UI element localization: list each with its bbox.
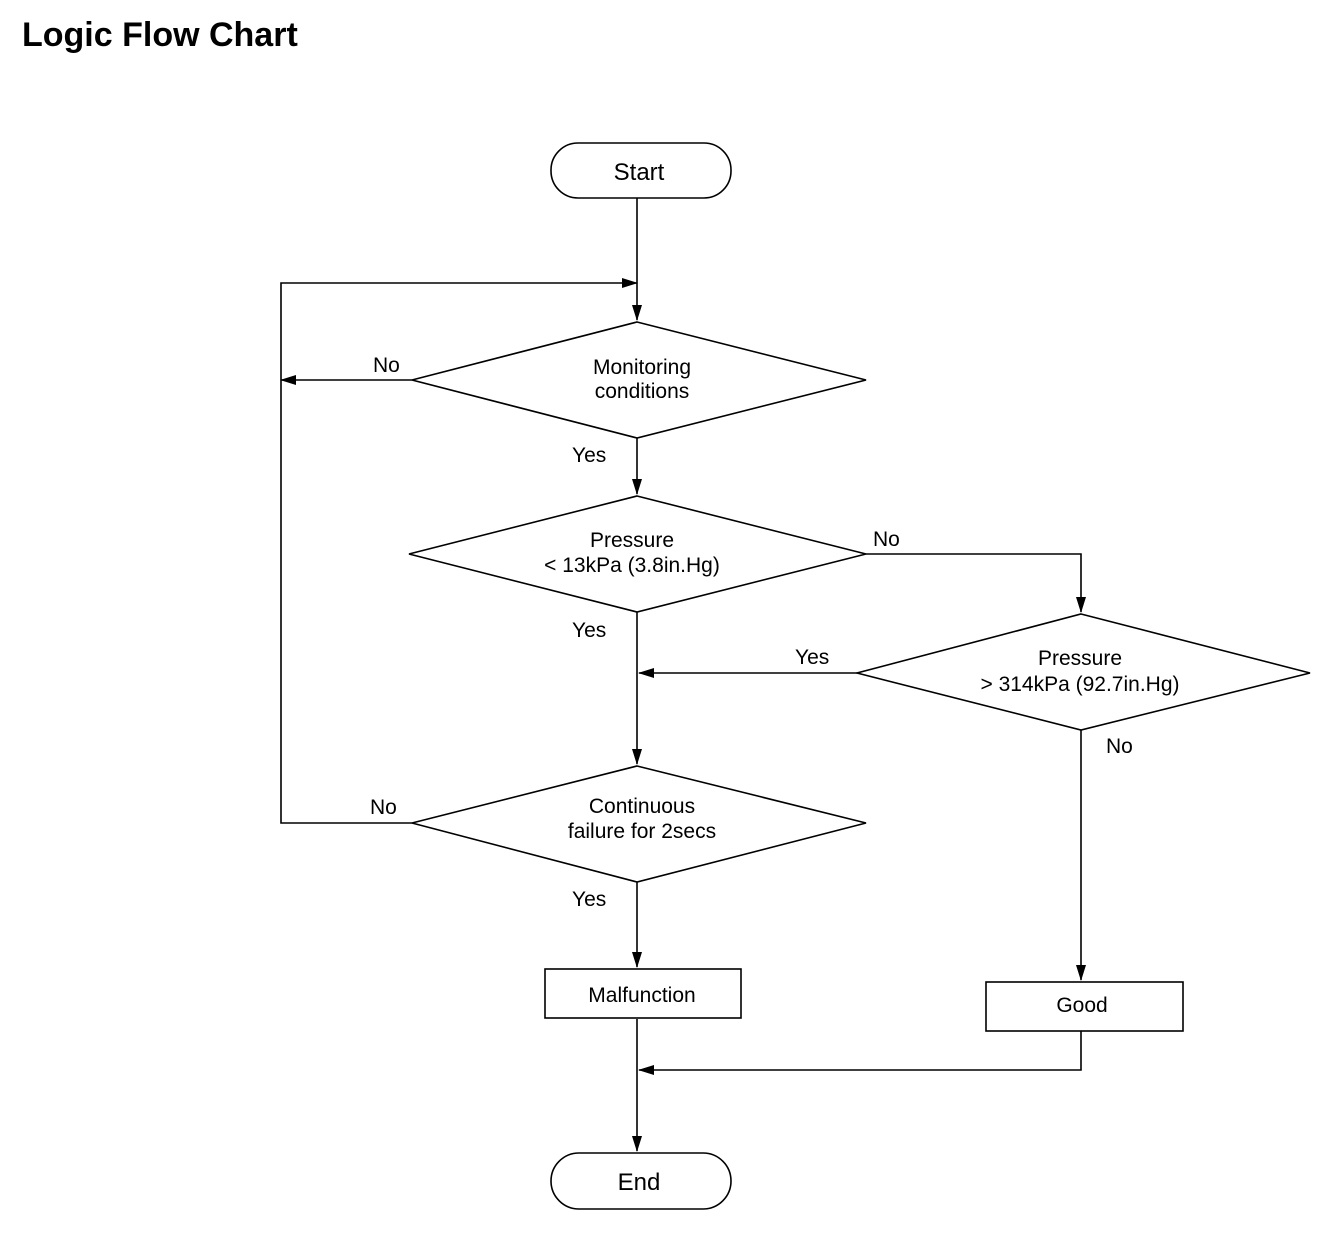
monitoring-label-line1: Monitoring — [593, 356, 691, 379]
pressure-low-label-line2: < 13kPa (3.8in.Hg) — [544, 554, 720, 577]
decision-pressure-high — [853, 613, 1311, 731]
continuous-yes-label: Yes — [572, 888, 606, 911]
pressure-high-label-line1: Pressure — [1038, 647, 1122, 670]
malfunction-label: Malfunction — [588, 984, 695, 1007]
edge-good-to-end — [638, 1031, 1082, 1075]
start-label: Start — [614, 159, 665, 186]
continuous-no-label: No — [370, 796, 397, 819]
continuous-label-line2: failure for 2secs — [568, 820, 716, 843]
good-label: Good — [1056, 994, 1107, 1017]
pressure-high-label-line2: > 314kPa (92.7in.Hg) — [980, 673, 1179, 696]
edge-continuous-no-loop — [280, 278, 638, 824]
start-terminal — [550, 142, 732, 199]
pressure-high-yes-label: Yes — [795, 646, 829, 669]
pressure-low-label-line1: Pressure — [590, 529, 674, 552]
decision-continuous-failure — [411, 765, 867, 883]
continuous-label-line1: Continuous — [589, 795, 695, 818]
pressure-low-yes-label: Yes — [572, 619, 606, 642]
monitoring-no-label: No — [373, 354, 400, 377]
end-label: End — [618, 1169, 661, 1196]
good-box — [985, 981, 1184, 1032]
malfunction-box — [544, 968, 742, 1019]
pressure-high-no-label: No — [1106, 735, 1133, 758]
edge-pressure-low-no — [866, 553, 1086, 613]
decision-pressure-low — [408, 495, 867, 613]
pressure-low-no-label: No — [873, 528, 900, 551]
decision-monitoring-conditions — [411, 321, 867, 439]
monitoring-yes-label: Yes — [572, 444, 606, 467]
monitoring-label-line2: conditions — [595, 380, 690, 403]
end-terminal — [550, 1152, 732, 1210]
page-title: Logic Flow Chart — [22, 16, 298, 54]
